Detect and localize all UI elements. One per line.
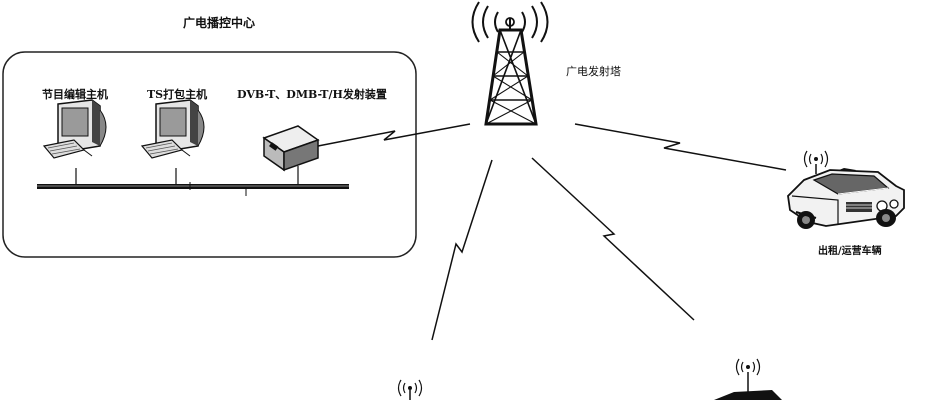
wireless-link-down-left (431, 159, 493, 341)
wireless-link-down-right (531, 157, 695, 321)
wireless-link-vehicle (574, 123, 787, 171)
vehicle-icon-bottom-right (714, 358, 782, 400)
computer-icon-edit-host (42, 99, 107, 159)
transmitter-device-icon (262, 125, 320, 172)
vehicle-icon (787, 150, 905, 229)
ts-host-label: TS打包主机 (147, 88, 208, 101)
antenna-icon-bottom-left (397, 379, 423, 400)
wireless-link-center (317, 123, 471, 147)
edit-host-label: 节目编辑主机 (42, 88, 108, 101)
tower-label: 广电发射塔 (566, 65, 621, 78)
computer-icon-ts-host (140, 99, 205, 159)
vehicle-label: 出租/运营车辆 (818, 246, 882, 257)
transmitter-label: DVB-T、DMB-T/H发射装置 (237, 88, 387, 101)
lan-bus (37, 184, 349, 189)
broadcast-tower-icon (471, 1, 549, 126)
control-center-box (2, 51, 417, 258)
control-center-title: 广电播控中心 (183, 16, 256, 30)
